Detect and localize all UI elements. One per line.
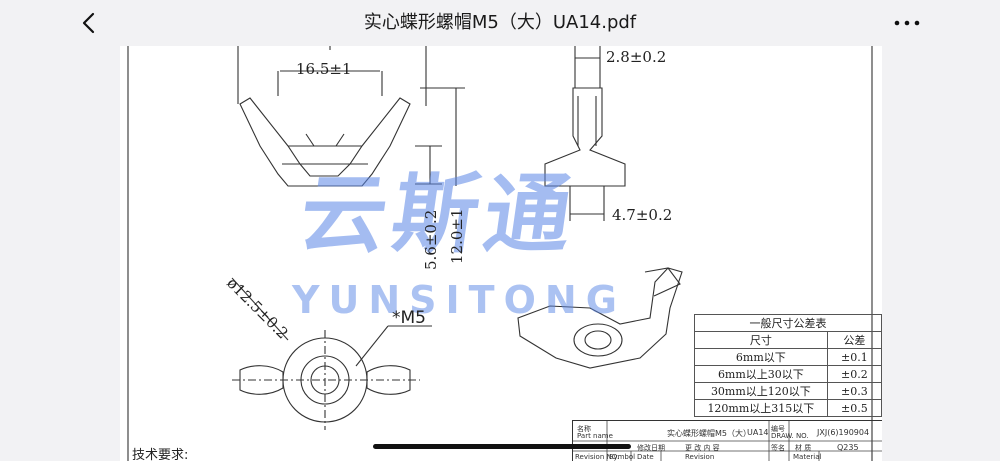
tb-drw-no: JXJ(6)190904 bbox=[817, 428, 870, 437]
more-horizontal-icon bbox=[894, 20, 920, 26]
tolerance-header-tol: 公差 bbox=[826, 331, 882, 349]
watermark-cn: 云斯通 bbox=[293, 165, 584, 265]
tolerance-header-size: 尺寸 bbox=[694, 331, 828, 349]
tolerance-value: ±0.3 bbox=[826, 382, 882, 400]
dim-height-small: 5.6±0.2 bbox=[422, 209, 440, 270]
technical-drawing bbox=[127, 46, 873, 461]
tb-date-label: Date bbox=[637, 453, 654, 461]
chevron-left-icon bbox=[82, 12, 95, 34]
dim-width-top: 16.5±1 bbox=[296, 60, 352, 78]
top-bar: 实心蝶形螺帽M5（大）UA14.pdf bbox=[0, 0, 1000, 46]
tb-material-label: Material bbox=[793, 453, 822, 461]
tb-part-name: 实心蝶形螺帽M5（大） bbox=[667, 429, 751, 438]
tb-symbol-label: Symbol bbox=[609, 453, 636, 461]
tolerance-title: 一般尺寸公差表 bbox=[694, 314, 882, 332]
tb-name-label: 名称 bbox=[577, 425, 591, 433]
tb-date-cn: 修改日期 bbox=[637, 444, 665, 452]
tolerance-row: 6mm以下 bbox=[694, 348, 828, 366]
tolerance-value: ±0.2 bbox=[826, 365, 882, 383]
tolerance-row: 120mm以上315以下 bbox=[694, 399, 828, 417]
tb-revision-label: Revision NO. bbox=[575, 453, 620, 461]
document-title: 实心蝶形螺帽M5（大）UA14.pdf bbox=[363, 12, 637, 33]
title-block: 名称 Part name 实心蝶形螺帽M5（大） UA14 编号 DRAW. N… bbox=[572, 420, 882, 461]
tolerance-value: ±0.1 bbox=[826, 348, 882, 366]
dim-side-width: 4.7±0.2 bbox=[612, 206, 673, 224]
tb-no-label: 编号 bbox=[771, 425, 785, 433]
dim-thickness-top: 2.8±0.2 bbox=[606, 48, 667, 66]
tb-part-code: UA14 bbox=[747, 428, 769, 437]
title-block-grid bbox=[573, 421, 882, 461]
tb-part-name-label: Part name bbox=[577, 432, 613, 440]
tb-sign-label: 签名 bbox=[771, 444, 785, 452]
technical-requirements: 技术要求: bbox=[132, 448, 189, 461]
tb-content-label: Revision bbox=[685, 453, 715, 461]
tolerance-value: ±0.5 bbox=[826, 399, 882, 417]
watermark-en: YUNSITONG bbox=[292, 278, 626, 322]
tb-drw-no-label: DRAW. NO. bbox=[771, 432, 809, 440]
dim-height-total: 12.0±1 bbox=[448, 208, 466, 264]
tolerance-table: 一般尺寸公差表 尺寸 公差 6mm以下±0.1 6mm以上30以下±0.2 30… bbox=[694, 314, 882, 417]
dim-thread: *M5 bbox=[392, 308, 426, 328]
tb-material: Q235 bbox=[837, 443, 859, 452]
back-button[interactable] bbox=[76, 9, 100, 37]
more-button[interactable] bbox=[892, 12, 922, 34]
horizontal-scrollbar[interactable] bbox=[373, 444, 631, 449]
tb-material-cn: 材 质 bbox=[795, 444, 812, 452]
tb-rev-cn: 更 改 内 容 bbox=[685, 444, 720, 452]
tolerance-row: 6mm以上30以下 bbox=[694, 365, 828, 383]
tolerance-row: 30mm以上120以下 bbox=[694, 382, 828, 400]
pdf-page[interactable]: 云斯通 YUNSITONG 16.5±1 2.8±0.2 5.6±0.2 12.… bbox=[120, 46, 882, 461]
